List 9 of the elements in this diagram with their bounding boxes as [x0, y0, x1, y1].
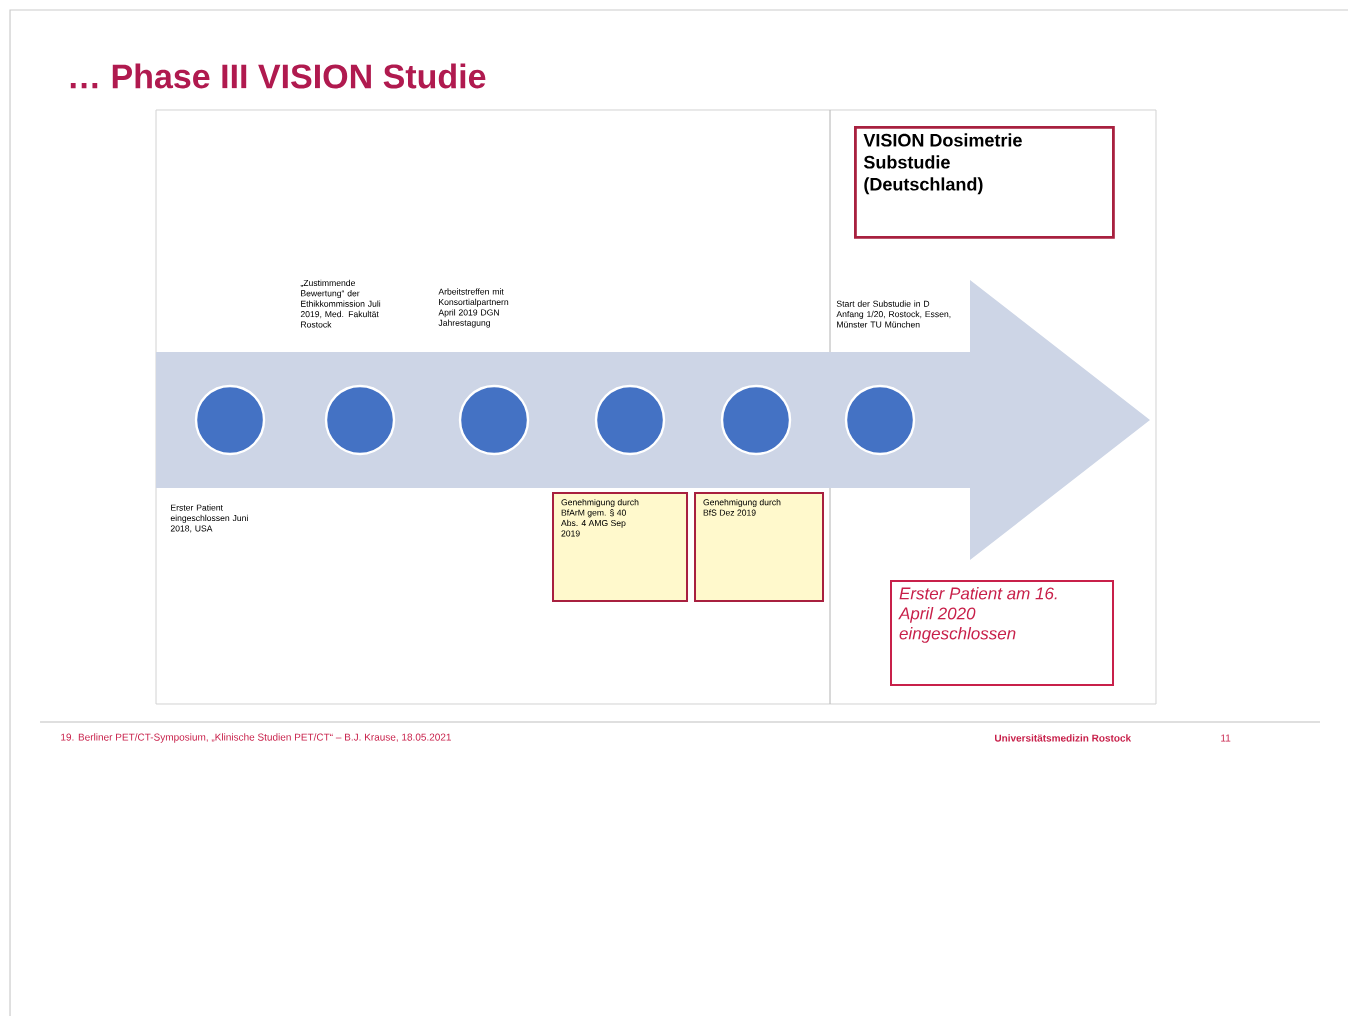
title-box: VISION Dosimetrie Substudie (Deutschland): [854, 125, 1115, 239]
note-box: Erster Patient am 16. April 2020 eingeschlossen: [890, 580, 1114, 686]
timeline-dot: [458, 384, 530, 456]
timeline-dot: [844, 384, 916, 456]
slide-title: … Phase III VISION Studie: [70, 63, 486, 89]
timeline-dot: [194, 384, 266, 456]
timeline-dot: [720, 384, 792, 456]
timeline-dot: [324, 384, 396, 456]
timeline-dot: [594, 384, 666, 456]
